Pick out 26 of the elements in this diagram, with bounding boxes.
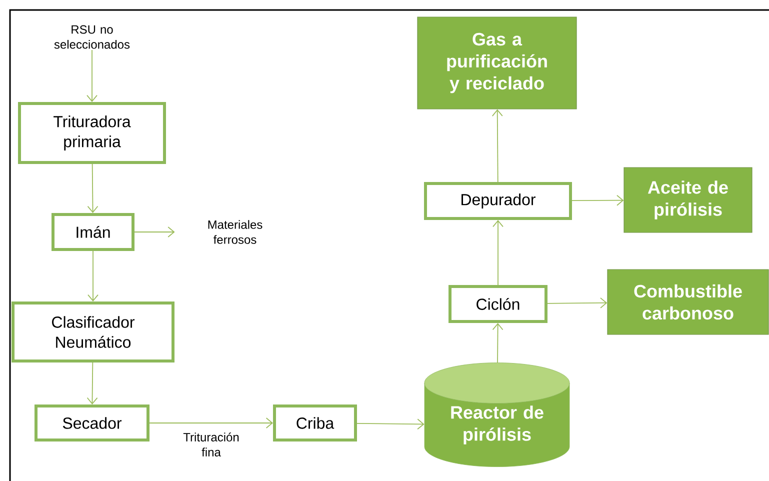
arrow [87,164,98,213]
arrow [88,250,98,302]
arrow [149,418,273,428]
flow-text: RSU no seleccionados [54,25,130,49]
process-box: Trituradora primaria [18,102,166,164]
process-box: Imán [52,213,134,251]
arrow [547,297,608,308]
process-box: Secador [34,404,150,442]
arrow [356,418,424,430]
arrow [492,109,503,182]
edge-label: Trituración fina [183,432,239,456]
process-box: Clasificador Neumático [12,302,174,362]
arrow [134,226,175,238]
arrow [492,220,504,286]
arrow [86,362,98,404]
process-box: Ciclón [448,285,548,323]
arrow [492,323,504,364]
process-box: Criba [273,404,357,442]
arrow [572,194,624,206]
flow-text: Materiales ferrosos [208,220,262,244]
arrow [86,50,98,102]
product-box: Combustible carbonoso [607,269,769,335]
product-box: Aceite de pirólisis [624,167,752,233]
product-box: Gas a purificación y reciclado [417,16,577,110]
reactor-cylinder: Reactor de pirólisis [424,362,570,467]
process-box: Depurador [424,182,572,220]
